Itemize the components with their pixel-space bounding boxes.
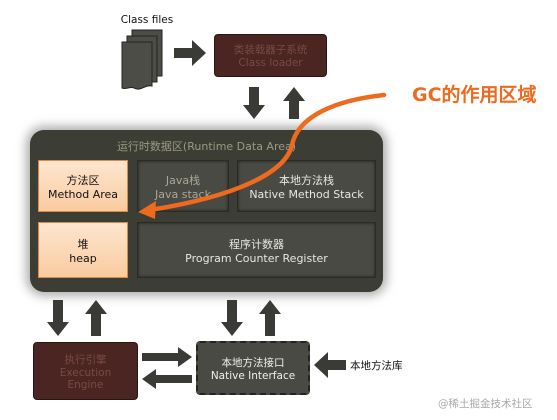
arrow-right-icon xyxy=(174,40,206,66)
native-interface-title: 本地方法接口 xyxy=(221,356,285,369)
native-method-stack-title: 本地方法栈 xyxy=(279,173,334,187)
java-stack-title: Java栈 xyxy=(165,173,201,187)
native-method-stack-box: 本地方法栈 Native Method Stack xyxy=(237,160,376,212)
java-stack-subtitle: Java stack xyxy=(155,187,211,201)
method-area-title: 方法区 xyxy=(66,173,100,187)
heap-title: 堆 xyxy=(77,237,89,251)
arrow-down-icon xyxy=(243,87,265,119)
program-counter-box: 程序计数器 Program Counter Register xyxy=(137,222,376,278)
arrow-left-icon xyxy=(142,369,192,389)
method-area-subtitle: Method Area xyxy=(47,187,119,201)
gc-scope-label: GC的作用区域 xyxy=(412,84,537,106)
native-library-label: 本地方法库 xyxy=(350,360,403,372)
class-loader-subtitle: Class loader xyxy=(238,57,303,69)
heap-box: 堆 heap xyxy=(38,222,128,278)
class-loader-box: 类装载器子系统 Class loader xyxy=(214,34,327,77)
method-area-box: 方法区 Method Area xyxy=(38,160,128,212)
execution-engine-box: 执行引擎 Execution Engine xyxy=(33,342,138,400)
arrow-up-icon xyxy=(259,300,281,336)
native-interface-subtitle: Native Interface xyxy=(210,369,296,382)
arrow-right-icon xyxy=(142,347,192,367)
program-counter-title: 程序计数器 xyxy=(229,237,284,251)
class-files-icon xyxy=(121,29,163,90)
class-loader-title: 类装载器子系统 xyxy=(233,44,308,56)
arrow-up-icon xyxy=(85,300,107,336)
watermark: @稀土掘金技术社区 xyxy=(438,398,533,410)
arrow-up-icon xyxy=(283,87,305,119)
program-counter-subtitle: Program Counter Register xyxy=(185,251,328,265)
arrow-down-icon xyxy=(221,300,243,336)
runtime-data-area-title: 运行时数据区(Runtime Data Area) xyxy=(116,140,297,153)
class-files-label: Class files xyxy=(120,14,174,26)
execution-engine-title: 执行引擎 xyxy=(64,353,107,366)
native-method-stack-subtitle: Native Method Stack xyxy=(249,187,364,201)
execution-engine-line3: Engine xyxy=(67,378,104,391)
arrow-left-icon xyxy=(314,352,346,378)
execution-engine-line2: Execution xyxy=(59,366,112,379)
native-interface-box: 本地方法接口 Native Interface xyxy=(196,341,310,395)
arrow-down-icon xyxy=(47,300,69,336)
heap-subtitle: heap xyxy=(69,251,97,265)
